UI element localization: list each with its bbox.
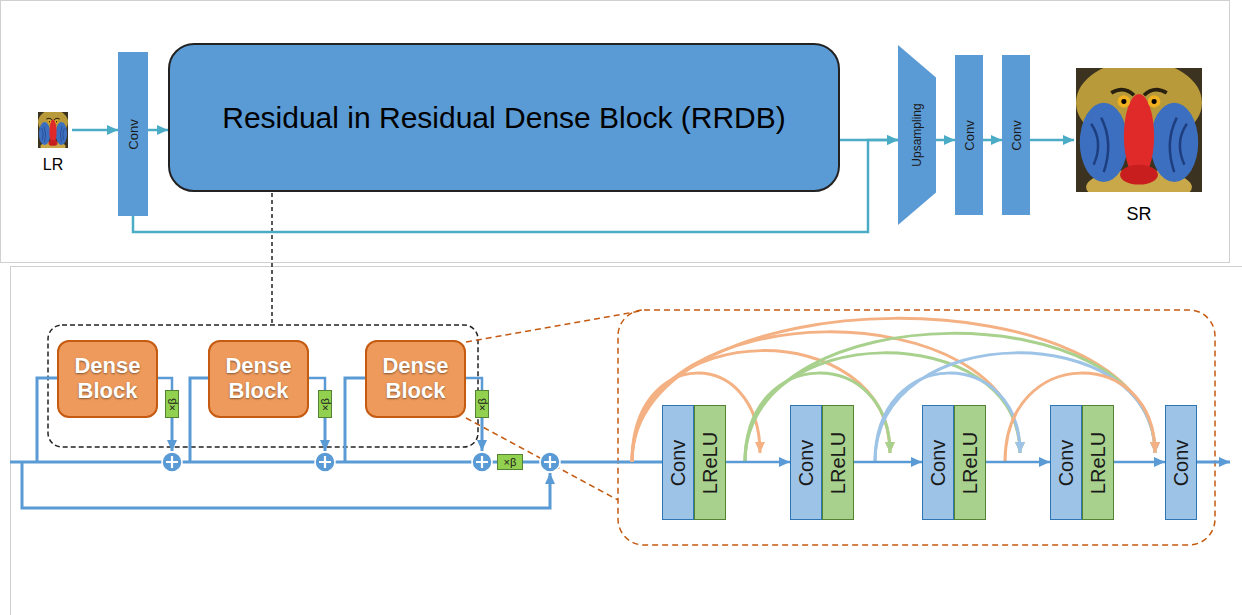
dense-block: Dense Block <box>208 340 309 418</box>
node-label: Conv <box>1056 439 1076 486</box>
node-label: LReLU <box>1088 431 1108 493</box>
sum-node <box>162 452 560 472</box>
scale-box: ×β <box>475 390 489 418</box>
zoom-leader <box>271 193 273 325</box>
upsampling-layer: Upsampling <box>898 45 936 225</box>
node-label: LReLU <box>700 431 720 493</box>
conv-layer: Conv <box>662 405 694 520</box>
connector-arrow <box>1114 461 1165 464</box>
node-label: LR <box>43 156 63 174</box>
conv-layer: Conv <box>118 52 148 216</box>
line-shape <box>1195 461 1230 464</box>
path-shape <box>544 456 556 468</box>
zoom-leader <box>466 418 618 500</box>
connector-arrow <box>158 378 172 390</box>
sr-image <box>1076 61 1202 205</box>
node-label: SR <box>1126 204 1151 224</box>
input-image: LR <box>34 108 72 174</box>
connector-arrow <box>72 129 118 132</box>
path-shape <box>476 456 488 468</box>
scale-box: ×β <box>497 454 523 470</box>
node-label: Dense Block <box>63 354 152 403</box>
line-shape <box>171 418 174 451</box>
connector-arrow <box>309 378 325 390</box>
node-label: Conv <box>1171 439 1191 486</box>
node-label: Conv <box>127 119 140 149</box>
rrdb-block: Residual in Residual Dense Block (RRDB) <box>168 43 840 192</box>
zoom-leader <box>466 311 640 342</box>
rrdb-outline <box>48 325 478 447</box>
connector-arrow <box>986 461 1050 464</box>
lr-image <box>38 110 68 152</box>
path-shape <box>190 378 208 462</box>
node-label: ×β <box>477 398 488 411</box>
dense-block: Dense Block <box>365 340 466 418</box>
conv-layer: Conv <box>922 405 954 520</box>
node-label: Conv <box>928 439 948 486</box>
node-label: ×β <box>320 398 331 411</box>
path-shape <box>22 462 550 508</box>
line-shape <box>560 461 662 464</box>
scale-box: ×β <box>165 390 179 418</box>
conv-layer: Conv <box>790 405 822 520</box>
node-label: Dense Block <box>371 354 460 403</box>
connector-arrow <box>148 129 168 132</box>
path-shape <box>166 456 178 468</box>
connector-arrow <box>726 461 790 464</box>
circle-shape <box>162 452 182 472</box>
path-shape <box>37 378 57 462</box>
dense-block-outline <box>618 310 1215 545</box>
node-label: Conv <box>1010 120 1023 150</box>
connector-arrow <box>983 139 1002 142</box>
conv-layer: Conv <box>1165 405 1197 520</box>
connector-arrow <box>936 139 955 142</box>
lrelu-layer: LReLU <box>1082 405 1114 520</box>
circle-shape <box>472 452 492 472</box>
node-label: Conv <box>668 439 688 486</box>
line-shape <box>10 461 540 464</box>
line-shape <box>324 418 327 451</box>
connector-arrow <box>1030 139 1074 142</box>
top-panel <box>1 1 1230 263</box>
output-image: SR <box>1074 66 1204 224</box>
conv-layer: Conv <box>955 55 983 215</box>
bottom-panel <box>11 267 1242 615</box>
node-label: Conv <box>796 439 816 486</box>
lrelu-layer: LReLU <box>954 405 986 520</box>
trapezoid-shape <box>898 45 936 225</box>
path-shape <box>345 378 365 462</box>
conv-layer: Conv <box>1002 55 1030 215</box>
node-label: ×β <box>167 398 178 411</box>
node-label: ×β <box>504 456 517 468</box>
scale-box: ×β <box>318 390 332 418</box>
node-label: Residual in Residual Dense Block (RRDB) <box>222 101 786 135</box>
line-shape <box>481 418 484 451</box>
lrelu-layer: LReLU <box>822 405 854 520</box>
dense-block: Dense Block <box>57 340 158 418</box>
path-shape <box>319 456 331 468</box>
connector-arrow <box>466 378 482 390</box>
node-label: LReLU <box>828 431 848 493</box>
circle-shape <box>540 452 560 472</box>
node-label: LReLU <box>960 431 980 493</box>
residual-wiring <box>10 378 1230 508</box>
connector-arrow <box>854 461 922 464</box>
node-label: Dense Block <box>214 354 303 403</box>
circle-shape <box>315 452 335 472</box>
node-label: Upsampling <box>911 103 923 166</box>
lrelu-layer: LReLU <box>694 405 726 520</box>
conv-layer: Conv <box>1050 405 1082 520</box>
node-label: Conv <box>963 120 976 150</box>
